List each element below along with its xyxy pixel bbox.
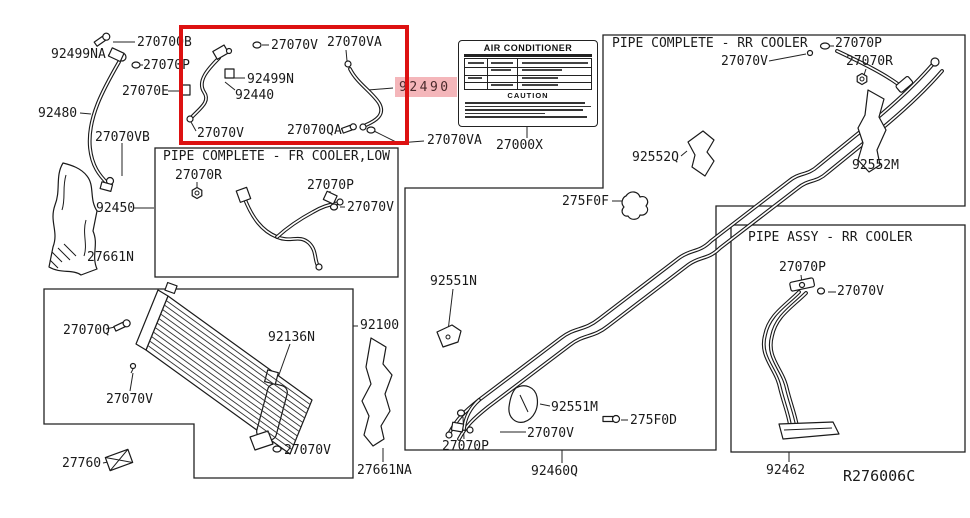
- bracket-92552m: [857, 89, 887, 173]
- clip-275f0f: [621, 191, 649, 220]
- ac-spec-fineprint-line: [465, 109, 583, 111]
- part-label-27000x[interactable]: 27000X: [496, 138, 543, 153]
- rr-cooler-box-title: PIPE COMPLETE - RR COOLER: [612, 36, 808, 51]
- nut-27070r-rr: [856, 72, 868, 86]
- bolt-27070qa: [341, 123, 357, 134]
- part-label-27070v[interactable]: 27070V: [347, 200, 394, 215]
- part-label-27070v[interactable]: 27070V: [197, 126, 244, 141]
- ac-spec-title: AIR CONDITIONER: [483, 43, 573, 53]
- bolt-27070q: [113, 319, 131, 332]
- part-label-92552q[interactable]: 92552Q: [632, 150, 679, 165]
- selection-highlight-box: [179, 25, 409, 145]
- part-label-92551m[interactable]: 92551M: [551, 400, 598, 415]
- ac-spec-fineprint-line: [465, 102, 585, 104]
- part-label-27070p[interactable]: 27070P: [779, 260, 826, 275]
- part-label-27070v[interactable]: 27070V: [837, 284, 884, 299]
- fr-cooler-box: [154, 147, 399, 278]
- condenser-box: [43, 288, 354, 479]
- part-label-92480[interactable]: 92480: [38, 106, 78, 121]
- part-label-27070e[interactable]: 27070E: [122, 84, 169, 99]
- part-label-27070va[interactable]: 27070VA: [427, 133, 482, 148]
- part-label-92450[interactable]: 92450: [96, 201, 136, 216]
- highlighted-part-label[interactable]: 92490: [395, 77, 457, 97]
- part-label-27070qa[interactable]: 27070QA: [287, 123, 342, 138]
- bracket-92551n: [436, 324, 462, 348]
- rr-pipe-assy-box: [730, 224, 966, 453]
- rr-cooler-box: [404, 34, 966, 451]
- part-label-92460q[interactable]: 92460Q: [531, 464, 578, 479]
- part-label-27661na[interactable]: 27661NA: [357, 463, 412, 478]
- ac-spec-header-band: [464, 54, 592, 57]
- bracket-27760: [104, 448, 134, 472]
- fr-cooler-box-title: PIPE COMPLETE - FR COOLER,LOW: [163, 149, 390, 164]
- part-label-27070r[interactable]: 27070R: [175, 168, 222, 183]
- part-label-27070p[interactable]: 27070P: [835, 36, 882, 51]
- part-label-92499n[interactable]: 92499N: [247, 72, 294, 87]
- fitting-27070p-fr: [322, 190, 338, 205]
- fitting-27070v-mid: [466, 426, 474, 434]
- part-label-27070vb[interactable]: 27070VB: [95, 130, 150, 145]
- part-label-27070v[interactable]: 27070V: [721, 54, 768, 69]
- part-label-275f0f[interactable]: 275F0F: [562, 194, 609, 209]
- bolt-275f0d: [602, 414, 621, 424]
- part-label-27070qb[interactable]: 27070QB: [137, 35, 192, 50]
- part-label-27070v[interactable]: 27070V: [106, 392, 153, 407]
- condenser-hatch-lines: [147, 300, 311, 450]
- nut-27070r-fr: [191, 186, 203, 200]
- oring-27070va-bottom: [366, 126, 376, 134]
- part-label-92552m[interactable]: 92552M: [852, 158, 899, 173]
- condenser-foot: [249, 430, 274, 451]
- section-boxes: [43, 34, 966, 479]
- ac-spec-fineprint-line: [465, 116, 587, 118]
- part-label-92100[interactable]: 92100: [360, 318, 400, 333]
- clamp-92499n: [224, 68, 235, 79]
- oring-27070v-red: [252, 41, 262, 49]
- part-label-27070v[interactable]: 27070V: [284, 443, 331, 458]
- bracket-92551m: [508, 385, 539, 423]
- screw-27070v: [129, 362, 137, 370]
- part-label-92499na[interactable]: 92499NA: [51, 47, 106, 62]
- bracket-92552q: [687, 130, 715, 177]
- part-label-27070q[interactable]: 27070Q: [63, 323, 110, 338]
- part-label-27070va[interactable]: 27070VA: [327, 35, 382, 50]
- ac-spec-label: AIR CONDITIONER CAUTION: [458, 40, 598, 127]
- diagram-ref-code: R276006C: [843, 467, 916, 485]
- bracket-27661na: [361, 337, 393, 447]
- condenser-side-frame: [135, 289, 169, 351]
- ac-spec-fineprint-line: [465, 105, 591, 107]
- part-label-27070p[interactable]: 27070P: [442, 439, 489, 454]
- ac-spec-fineprint-line: [465, 112, 545, 114]
- ac-spec-table: [464, 58, 592, 90]
- oring-27070p: [131, 61, 141, 69]
- part-label-27070v[interactable]: 27070V: [527, 426, 574, 441]
- part-label-92462[interactable]: 92462: [766, 463, 806, 478]
- oring-27070v-condenser: [272, 445, 282, 453]
- oring-27070p-rr: [819, 42, 831, 50]
- fitting-27070p-assy: [798, 281, 806, 289]
- part-label-92136n[interactable]: 92136N: [268, 330, 315, 345]
- part-label-27070v[interactable]: 27070V: [271, 38, 318, 53]
- part-label-27070p[interactable]: 27070P: [307, 178, 354, 193]
- oring-27070v-rr: [806, 49, 814, 57]
- pipes: [87, 49, 944, 441]
- part-label-92440[interactable]: 92440: [235, 88, 275, 103]
- part-label-27070p[interactable]: 27070P: [143, 58, 190, 73]
- part-label-27760[interactable]: 27760: [62, 456, 102, 471]
- part-label-92551n[interactable]: 92551N: [430, 274, 477, 289]
- fitting-27070va-top: [344, 60, 352, 68]
- oring-27070p-mid: [456, 409, 466, 417]
- ac-spec-caution: CAUTION: [507, 91, 549, 100]
- pipe-assy-foot: [778, 421, 840, 440]
- bolt-27070qb: [93, 32, 111, 47]
- part-label-27070r[interactable]: 27070R: [846, 54, 893, 69]
- rr-pipe-assy-box-title: PIPE ASSY - RR COOLER: [748, 230, 913, 245]
- oring-27070v-assy: [816, 287, 826, 295]
- part-label-275f0d[interactable]: 275F0D: [630, 413, 677, 428]
- part-label-27661n[interactable]: 27661N: [87, 250, 134, 265]
